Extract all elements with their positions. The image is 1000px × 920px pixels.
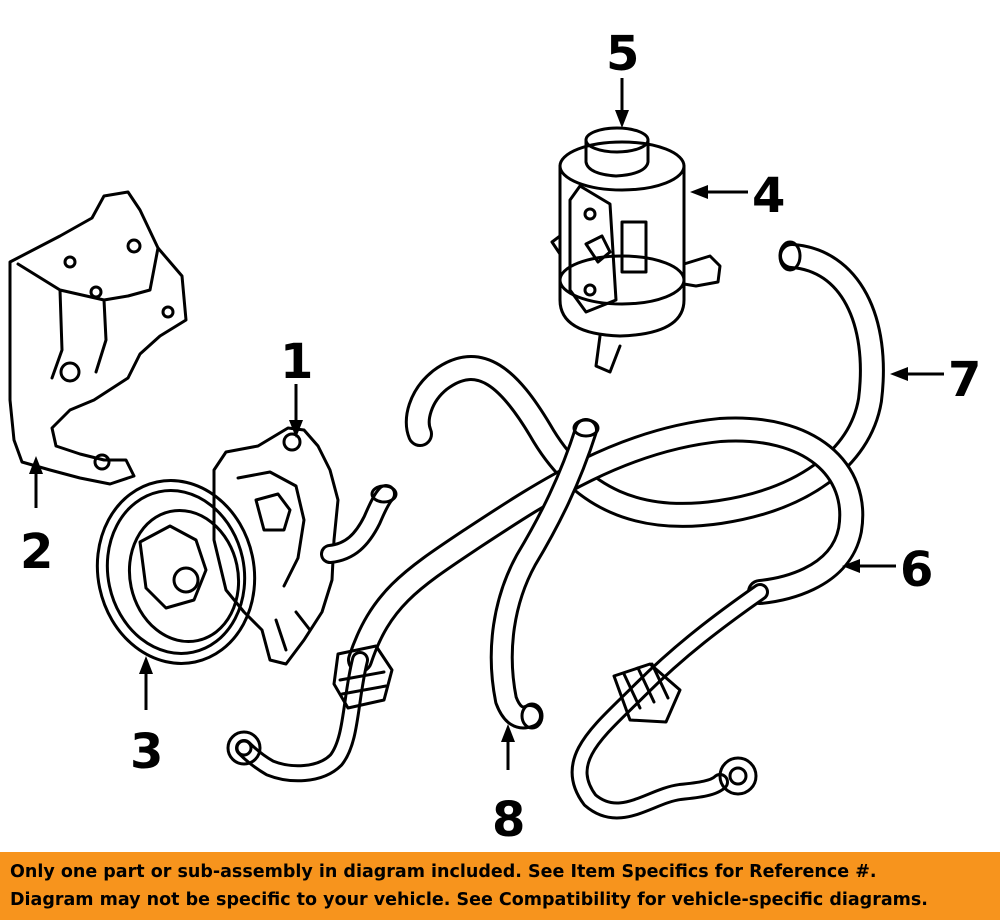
disclaimer-line-1: Only one part or sub-assembly in diagram…: [10, 862, 877, 882]
return-hose-part: [404, 240, 885, 528]
supply-hose-part: [489, 418, 600, 730]
mounting-bracket-part: [8, 190, 188, 486]
callout-number-4: 4: [752, 168, 785, 224]
callout-number-7: 7: [948, 352, 981, 408]
power-steering-pump-part: [212, 426, 340, 666]
callout-number-1: 1: [280, 334, 313, 390]
callout-number-6: 6: [900, 542, 933, 598]
power-steering-parts-diagram: 1 2 3 4 5 6 7 8: [8, 26, 981, 848]
reservoir-cap-part: [584, 126, 650, 178]
pressure-hose-part: [226, 416, 865, 820]
disclaimer-banner: Only one part or sub-assembly in diagram…: [0, 852, 1000, 920]
fluid-reservoir-part: [550, 140, 722, 374]
callout-number-3: 3: [130, 724, 163, 780]
callout-number-2: 2: [20, 524, 53, 580]
pump-outlet-fitting: [320, 484, 398, 564]
callout-number-5: 5: [606, 26, 639, 82]
callout-number-8: 8: [492, 792, 525, 848]
pump-pulley-part: [95, 479, 257, 665]
disclaimer-line-2: Diagram may not be specific to your vehi…: [10, 890, 928, 910]
callout-arrows: [29, 78, 944, 770]
